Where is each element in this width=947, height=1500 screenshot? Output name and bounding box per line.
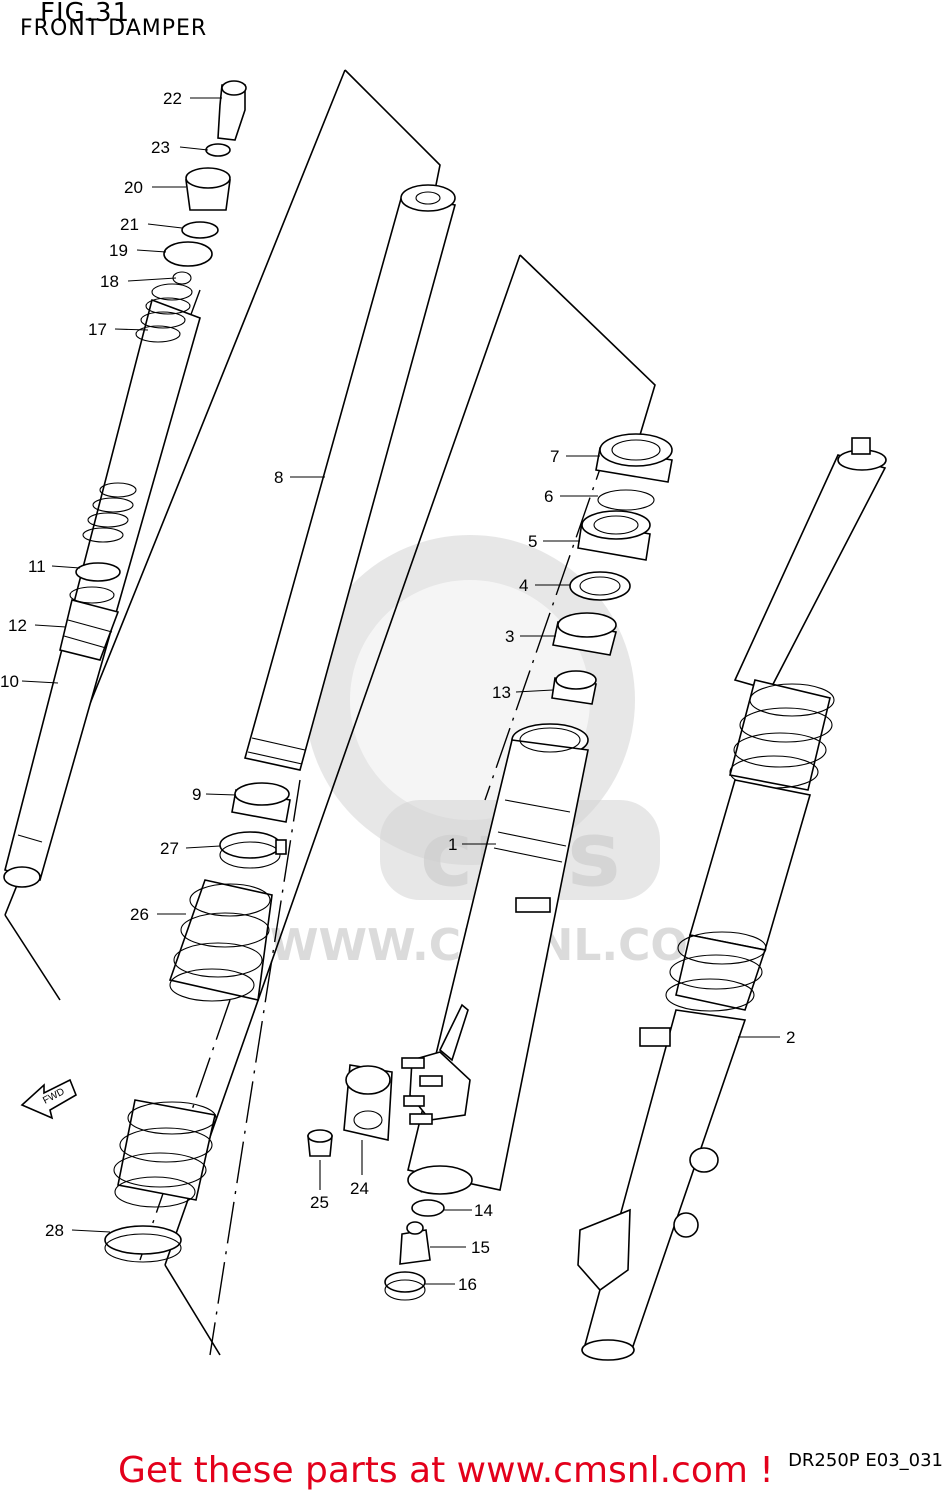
dust-boot-lower bbox=[104, 1099, 217, 1263]
callout-25: 25 bbox=[310, 1193, 329, 1212]
callout-16: 16 bbox=[458, 1275, 477, 1294]
callout-28: 28 bbox=[45, 1221, 64, 1240]
callout-18: 18 bbox=[100, 272, 119, 291]
guide-and-clamp bbox=[219, 782, 291, 869]
callout-4: 4 bbox=[519, 576, 528, 595]
callout-19: 19 bbox=[109, 241, 128, 260]
callout-1: 1 bbox=[448, 835, 457, 854]
callout-27: 27 bbox=[160, 839, 179, 858]
dust-boot-26 bbox=[168, 879, 273, 1002]
seal-stack bbox=[551, 433, 673, 705]
callout-2: 2 bbox=[786, 1028, 795, 1047]
callout-23: 23 bbox=[151, 138, 170, 157]
callout-numbers: 22 23 20 21 19 18 17 8 11 12 10 7 6 5 4 … bbox=[0, 89, 795, 1294]
fork-spring bbox=[59, 283, 193, 661]
figure-number: FIG.31 bbox=[40, 0, 131, 28]
damper-rod bbox=[3, 298, 201, 888]
leader-lines bbox=[21, 97, 780, 1285]
callout-7: 7 bbox=[550, 447, 559, 466]
diagram-code: DR250P E03_031 bbox=[788, 1450, 943, 1471]
callout-11: 11 bbox=[28, 557, 46, 576]
callout-12: 12 bbox=[8, 616, 27, 635]
top-cap-parts bbox=[163, 80, 247, 285]
callout-10: 10 bbox=[0, 672, 19, 691]
callout-21: 21 bbox=[120, 215, 139, 234]
assembled-fork bbox=[577, 437, 887, 1361]
callout-9: 9 bbox=[192, 785, 201, 804]
callout-3: 3 bbox=[505, 627, 514, 646]
callout-26: 26 bbox=[130, 905, 149, 924]
callout-15: 15 bbox=[471, 1238, 490, 1257]
bottom-valve-parts bbox=[384, 1199, 445, 1301]
fwd-arrow: FWD bbox=[20, 1078, 78, 1120]
callout-13: 13 bbox=[492, 683, 511, 702]
callout-17: 17 bbox=[88, 320, 107, 339]
callout-22: 22 bbox=[163, 89, 182, 108]
callout-24: 24 bbox=[350, 1179, 369, 1198]
callout-6: 6 bbox=[544, 487, 553, 506]
callout-8: 8 bbox=[274, 468, 283, 487]
callout-20: 20 bbox=[124, 178, 143, 197]
callout-5: 5 bbox=[528, 532, 537, 551]
callout-14: 14 bbox=[474, 1201, 493, 1220]
inner-tube bbox=[244, 184, 457, 771]
promo-link[interactable]: Get these parts at www.cmsnl.com ! bbox=[118, 1450, 774, 1491]
axle-holder bbox=[307, 1003, 471, 1157]
diagram-title: FRONT DAMPER bbox=[20, 16, 208, 41]
